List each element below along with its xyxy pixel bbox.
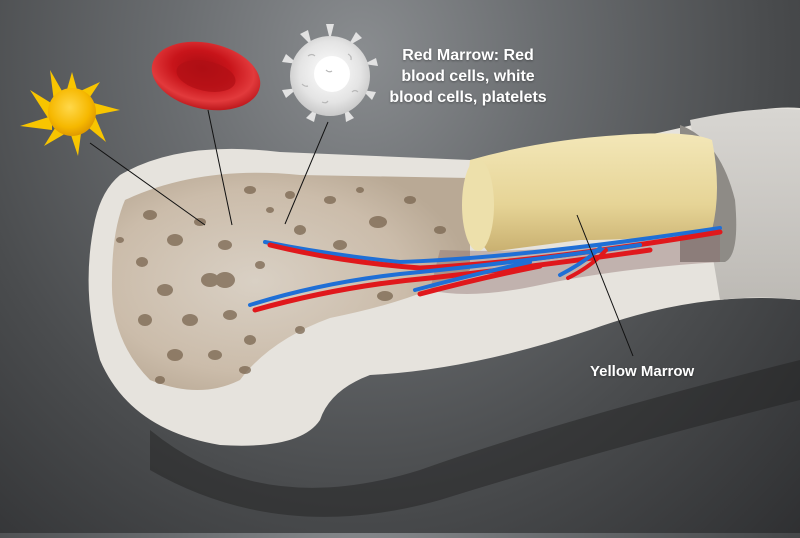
- red-marrow-label: Red Marrow: Red blood cells, white blood…: [389, 47, 547, 106]
- platelet-icon: [20, 70, 120, 156]
- white-blood-cell-icon: [282, 24, 378, 122]
- yellow-marrow-label: Yellow Marrow: [590, 363, 695, 380]
- blood-vessels: [248, 226, 723, 313]
- red-blood-cell-icon: [151, 41, 261, 111]
- yellow-marrow: [466, 133, 717, 252]
- leader-lines: [89, 109, 634, 357]
